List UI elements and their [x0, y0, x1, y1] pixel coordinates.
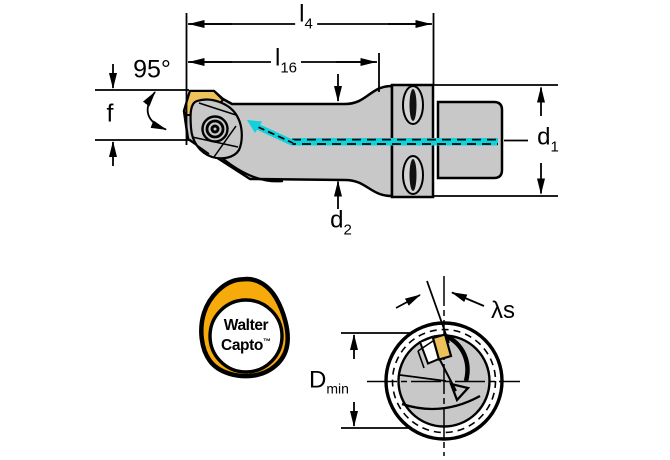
coolant-arrowhead [247, 120, 262, 133]
dim-label-d1: d1 [533, 125, 563, 155]
walter-capto-logo [199, 276, 290, 379]
head-silhouette-arc [401, 394, 481, 411]
dim-label-95deg: 95° [133, 55, 171, 84]
head-silhouette-chord [399, 374, 447, 382]
angle-95-arc [142, 91, 167, 131]
chip-flute-curve [221, 157, 284, 183]
dim-label-dmin: Dmin [305, 368, 353, 396]
dim-label-lambda-s: λs [491, 297, 515, 324]
dimension-f [95, 64, 189, 166]
dimension-dmin [341, 332, 412, 429]
tool-side-view [95, 13, 558, 209]
logo-inner-circle [208, 298, 284, 374]
insert-clamp [187, 98, 243, 160]
dimension-d1 [434, 84, 558, 197]
cutting-insert-front [431, 333, 453, 361]
dim-label-d2: d2 [330, 206, 352, 239]
tool-front-view [341, 276, 520, 456]
inclination-reference-line [426, 280, 450, 344]
coolant-channel-line [247, 120, 498, 146]
dim-label-f: f [106, 99, 114, 128]
logo-wordmark: Walter Capto™ [221, 317, 271, 354]
clamp-arm-front [417, 333, 471, 403]
angle-lambda-arrows [395, 291, 485, 309]
dim-label-l4: l4 [295, 2, 317, 32]
dim-label-l16: l16 [270, 46, 302, 76]
